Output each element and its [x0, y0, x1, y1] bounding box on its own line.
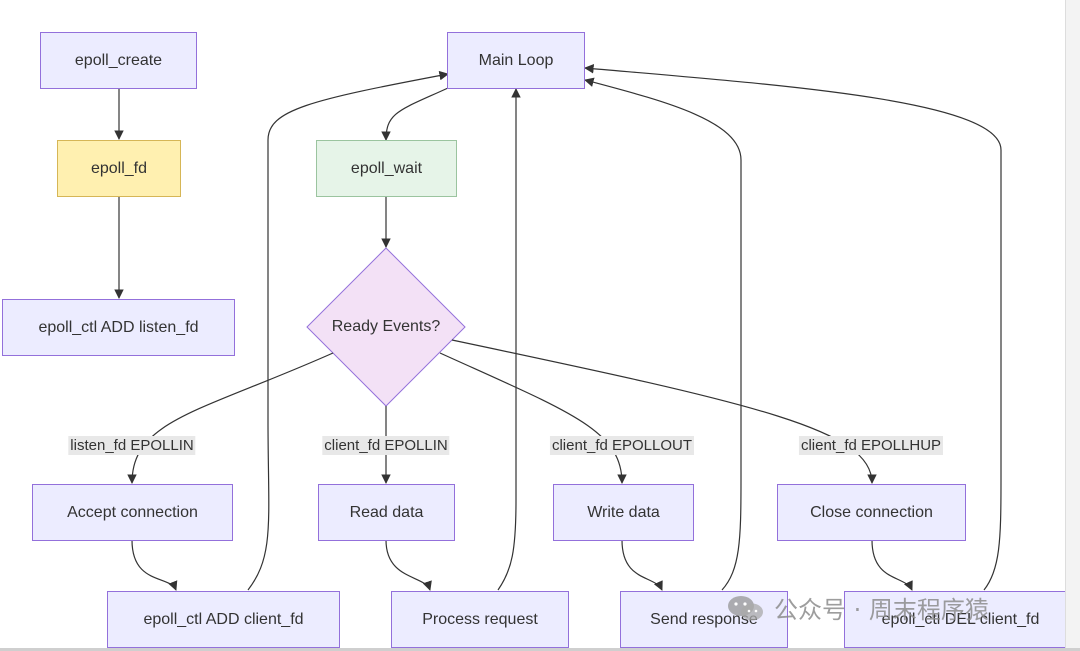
write-node: Write data: [553, 484, 694, 541]
epoll-fd-node: epoll_fd: [57, 140, 181, 197]
epoll-fd-label: epoll_fd: [90, 159, 148, 177]
epoll-create-node: epoll_create: [40, 32, 197, 89]
edge-label-client-epollin: client_fd EPOLLIN: [322, 436, 450, 455]
main-loop-label: Main Loop: [478, 51, 554, 69]
edge-send-to-main-loop: [584, 77, 742, 591]
ctl-del-client-label: epoll_ctl DEL client_fd: [881, 610, 1040, 628]
edge-ctl-del-to-main-loop: [584, 63, 1002, 591]
close-node: Close connection: [777, 484, 966, 541]
edge-ready-to-accept: [127, 352, 334, 484]
send-node: Send response: [620, 591, 788, 648]
ctl-add-client-label: epoll_ctl ADD client_fd: [143, 610, 304, 628]
edge-ready-to-write: [439, 352, 627, 484]
read-node: Read data: [318, 484, 455, 541]
ctl-del-client-node: epoll_ctl DEL client_fd: [844, 591, 1077, 648]
edge-close-to-ctl-del: [871, 539, 913, 591]
edge-label-client-epollout: client_fd EPOLLOUT: [549, 436, 695, 455]
edge-process-to-main-loop: [497, 88, 521, 591]
scrollbar-track[interactable]: [1065, 0, 1080, 651]
close-label: Close connection: [810, 503, 933, 521]
epoll-wait-node: epoll_wait: [316, 140, 457, 197]
main-loop-node: Main Loop: [447, 32, 585, 89]
ctl-add-listen-node: epoll_ctl ADD listen_fd: [2, 299, 235, 356]
edge-read-to-process: [385, 539, 432, 591]
edge-accept-to-ctl-add: [131, 539, 178, 591]
wechat-icon: [728, 595, 763, 620]
edge-label-listen-epollin: listen_fd EPOLLIN: [68, 436, 196, 455]
epoll-wait-label: epoll_wait: [350, 159, 423, 177]
accept-label: Accept connection: [67, 503, 198, 521]
process-node: Process request: [391, 591, 569, 648]
accept-node: Accept connection: [32, 484, 233, 541]
edge-main-loop-to-wait: [381, 87, 449, 141]
watermark-text: 公众号 · 周末程序猿: [774, 596, 989, 624]
ready-events-label: Ready Events?: [331, 318, 441, 335]
read-label: Read data: [349, 503, 424, 521]
edge-ready-to-close: [451, 339, 877, 484]
epoll-create-label: epoll_create: [74, 51, 163, 69]
edge-label-client-epollhup: client_fd EPOLLHUP: [798, 436, 944, 455]
bottom-border: [0, 648, 1080, 651]
send-label: Send response: [650, 610, 758, 628]
write-label: Write data: [587, 503, 660, 521]
edge-write-to-send: [621, 539, 663, 591]
watermark: 公众号 · 周末程序猿: [726, 590, 989, 625]
ctl-add-client-node: epoll_ctl ADD client_fd: [107, 591, 340, 648]
process-label: Process request: [422, 610, 538, 628]
ctl-add-listen-label: epoll_ctl ADD listen_fd: [38, 318, 199, 336]
edge-ctl-add-to-main-loop: [247, 70, 449, 591]
